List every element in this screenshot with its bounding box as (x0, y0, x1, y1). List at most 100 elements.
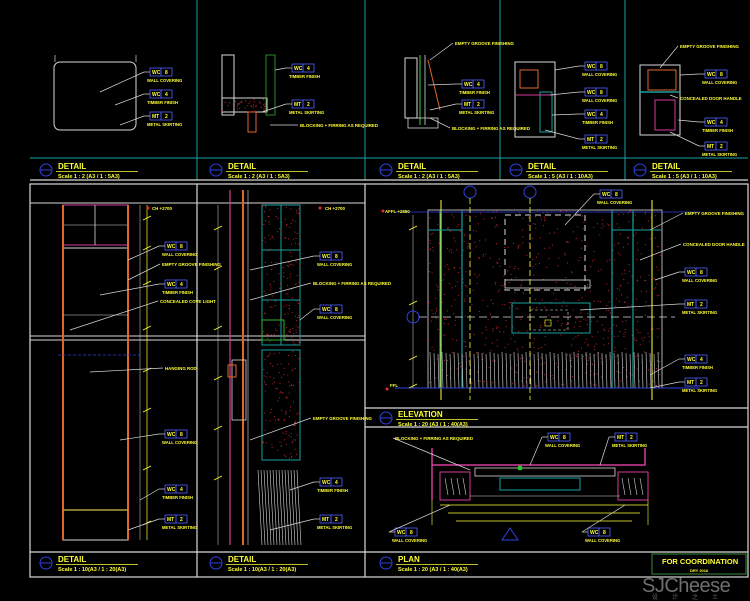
hatch-dot (450, 248, 452, 250)
hatch-dot (586, 324, 588, 326)
callout-num-box (595, 134, 608, 144)
timber-grain (266, 469, 272, 546)
hatch-dot (288, 457, 290, 459)
hatch-dot (608, 224, 610, 226)
plan-cabinet (439, 471, 471, 501)
hatch-dot (581, 347, 583, 349)
hatch-dot (288, 363, 290, 365)
hatch-dot (265, 442, 267, 444)
hatch-dot (521, 380, 523, 382)
hatch-dot (587, 343, 589, 345)
hatch-dot (496, 262, 498, 264)
hatch-dot (522, 217, 524, 219)
hatch-dot (661, 306, 663, 308)
hatch-dot (658, 328, 660, 330)
hatch-dot (295, 424, 297, 426)
callout-description: METAL SKIRTING (682, 388, 717, 393)
callout-code: WC (687, 357, 696, 363)
hatch-dot (631, 275, 633, 277)
hatch-dot (274, 416, 276, 418)
hatch-dot (288, 330, 290, 332)
hatch-dot (432, 232, 434, 234)
callout-code: WC (167, 487, 176, 493)
hatch-dot (512, 326, 514, 328)
hatch-dot (464, 235, 466, 237)
callout-num-box (160, 89, 173, 99)
leader-line (114, 93, 145, 106)
hatch-dot (504, 304, 506, 306)
callout-description: WALL COVERING (702, 80, 737, 85)
leader-line (649, 381, 680, 389)
plan-marker (517, 465, 523, 471)
hatch-dot (476, 356, 478, 358)
hatch-dot (468, 360, 470, 362)
stamp-subtitle: DRY 2016 (690, 568, 709, 573)
hatch-dot (262, 239, 264, 241)
hatch-dot (272, 383, 274, 385)
hatch-dot (540, 363, 542, 365)
hatch-dot (278, 419, 280, 421)
hatch-dot (436, 284, 438, 286)
hatch-dot (656, 295, 658, 297)
hatch-dot (283, 439, 285, 441)
hatch-dot (623, 278, 625, 280)
callout-num-box (175, 429, 188, 439)
hatch-dot (566, 323, 568, 325)
hatch-dot (637, 331, 639, 333)
hatch-dot (554, 232, 556, 234)
hatch-dot (293, 401, 295, 403)
leader-line (549, 91, 580, 96)
hatch-dot (290, 456, 292, 458)
hatch-dot (437, 289, 439, 291)
hatch-dot (279, 318, 281, 320)
callout-number: 2 (477, 102, 480, 108)
callout-number: 8 (410, 530, 413, 536)
hatch-dot (453, 267, 455, 269)
timber-grain (569, 353, 572, 389)
hatch-dot (268, 221, 270, 223)
watermark-brand: SJCheese (642, 575, 731, 597)
hatch-dot (277, 249, 279, 251)
slab-section (221, 97, 268, 113)
hatch-dot (540, 288, 542, 290)
hatch-dot (518, 246, 520, 248)
hatch-dot (428, 302, 430, 304)
hatch-dot (238, 102, 240, 104)
hatch-dot (496, 339, 498, 341)
hatch-dot (570, 359, 572, 361)
hatch-dot (591, 336, 593, 338)
hatch-dot (541, 372, 543, 374)
socket-icon (544, 319, 552, 327)
leader-line (581, 504, 626, 533)
hatch-dot (269, 209, 271, 211)
hatch-dot (648, 220, 650, 222)
hatch-dot (265, 293, 267, 295)
hatch-dot (298, 381, 300, 383)
note-blocking: BLOCKING + FIRRING AS REQUIRED (313, 281, 391, 286)
hatch-dot (451, 251, 453, 253)
timber-grain (461, 353, 464, 389)
hatch-dot (488, 366, 490, 368)
hatch-dot (601, 355, 603, 357)
hatch-dot (296, 212, 298, 214)
hatch-dot (575, 321, 577, 323)
callout-code: MT (322, 517, 329, 523)
hatch-dot (296, 317, 298, 319)
hatch-dot (268, 215, 270, 217)
drawing-rect (539, 91, 553, 133)
callout-description: TIMBER FINISH (162, 290, 193, 295)
hatch-dot (644, 244, 646, 246)
hatch-dot (508, 307, 510, 309)
hatch-dot (288, 238, 290, 240)
timber-grain (473, 353, 476, 389)
hatch-dot (264, 105, 266, 107)
cove-profile (53, 61, 137, 131)
hatch-dot (472, 289, 474, 291)
callout-num-box (695, 267, 708, 277)
hatch-dot (298, 208, 300, 210)
leader-line (639, 243, 682, 261)
hatch-dot (561, 305, 563, 307)
timber-grain (485, 353, 488, 389)
hatch-dot (298, 317, 300, 319)
